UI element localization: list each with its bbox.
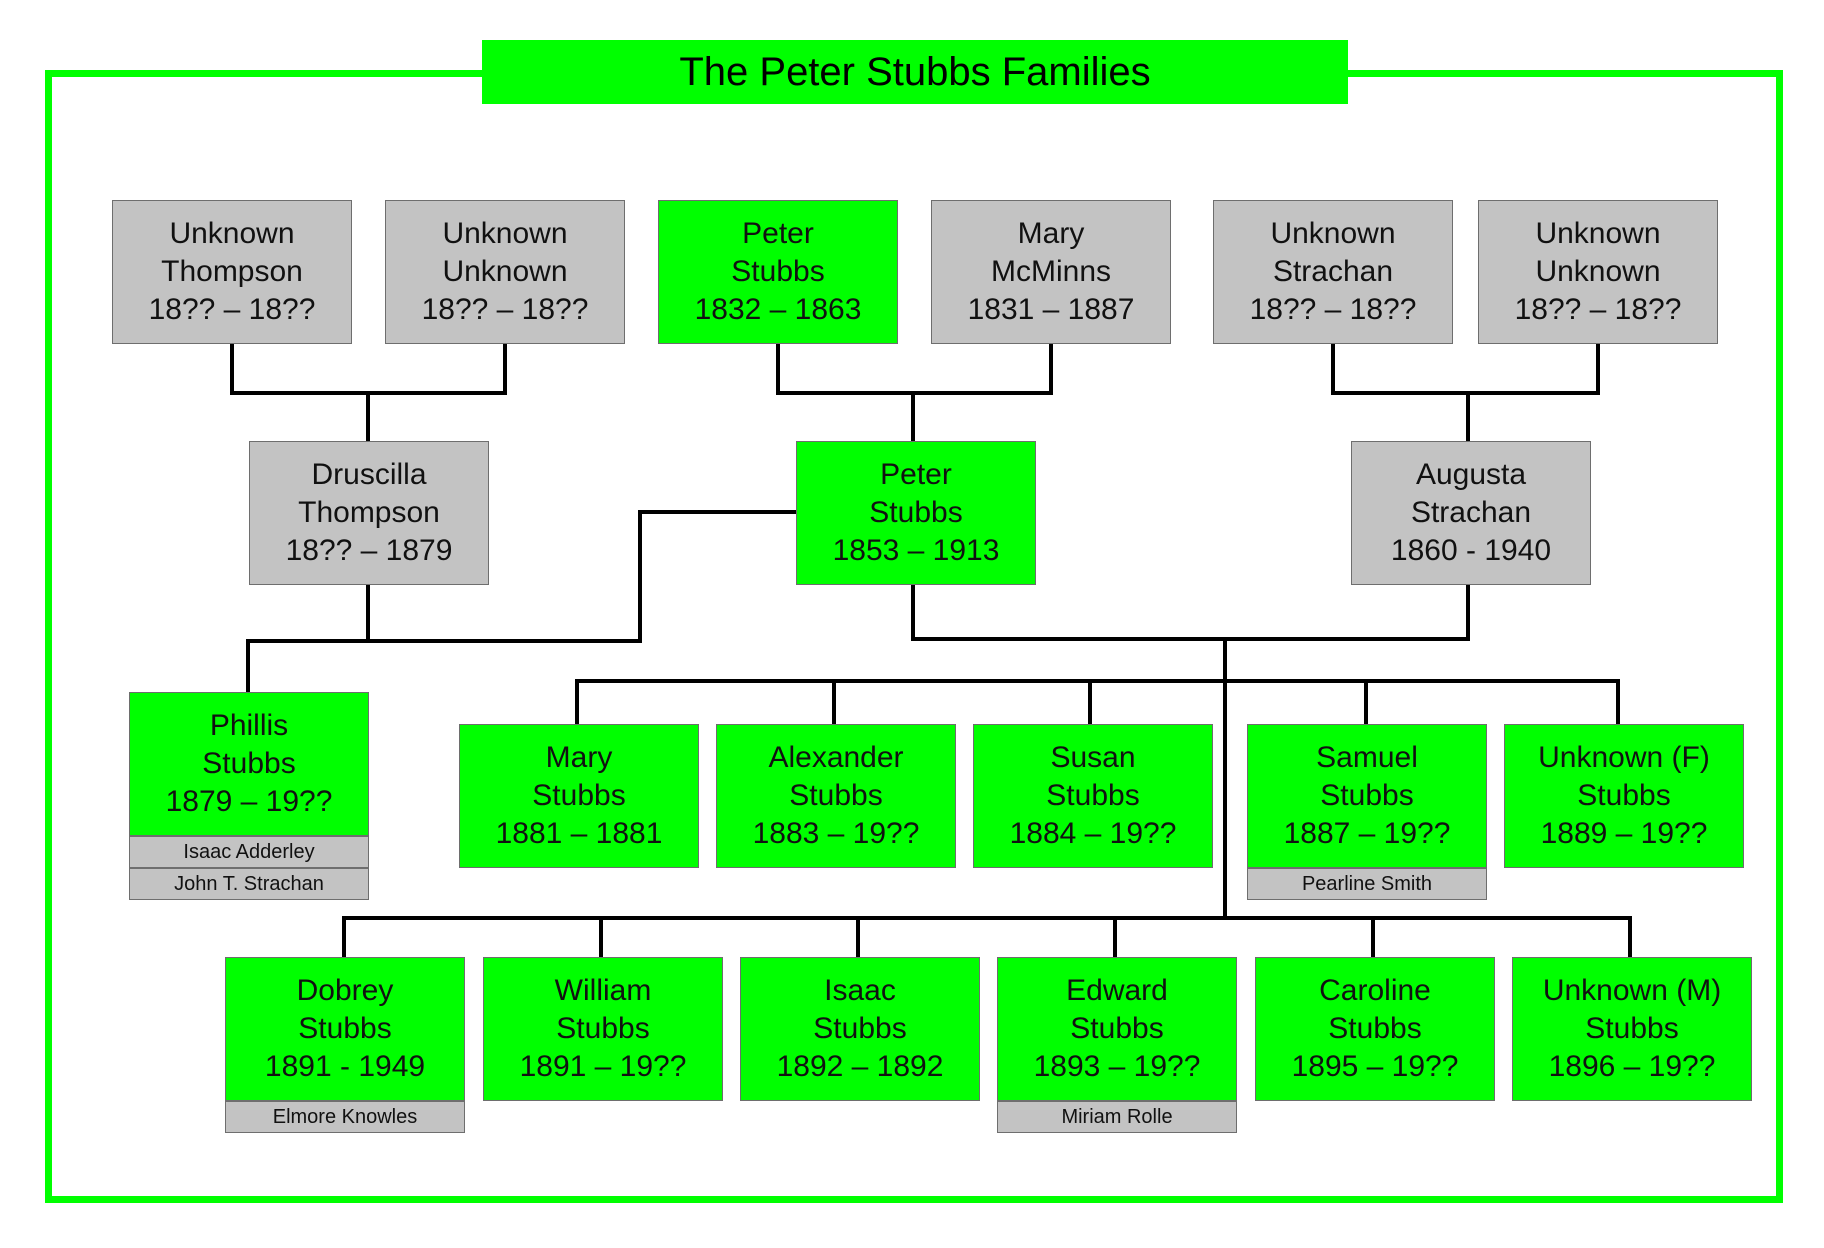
person-last: Unknown (442, 255, 568, 288)
spouse-label: Pearline Smith (1247, 868, 1487, 900)
person-years: 1831 – 1887 (967, 293, 1135, 326)
spouse-label: Elmore Knowles (225, 1101, 465, 1133)
person-first: Peter (742, 217, 814, 250)
diagram-title: The Peter Stubbs Families (482, 40, 1348, 104)
person-years: 1860 - 1940 (1390, 534, 1552, 567)
person-years: 1879 – 19?? (165, 785, 333, 818)
person-last: Stubbs (813, 1012, 907, 1045)
person-first: William (554, 974, 652, 1007)
person-last: Strachan (1410, 496, 1532, 529)
person-box: Unknown (F) Stubbs 1889 – 19?? (1504, 724, 1744, 868)
diagram-title-text: The Peter Stubbs Families (679, 49, 1151, 94)
person-years: 18?? – 1879 (285, 534, 453, 567)
person-last: Stubbs (1577, 779, 1671, 812)
person-last: McMinns (990, 255, 1111, 288)
person-first: Druscilla (311, 458, 427, 491)
person-first: Unknown (1535, 217, 1661, 250)
person-years: 1884 – 19?? (1009, 817, 1177, 850)
person-years: 1891 - 1949 (264, 1050, 426, 1083)
person-last: Thompson (298, 496, 440, 529)
person-first: Phillis (209, 709, 289, 742)
person-years: 1895 – 19?? (1291, 1050, 1459, 1083)
person-last: Stubbs (789, 779, 883, 812)
person-years: 18?? – 18?? (1249, 293, 1417, 326)
person-years: 1883 – 19?? (752, 817, 920, 850)
person-first: Susan (1050, 741, 1136, 774)
person-first: Unknown (1270, 217, 1396, 250)
person-last: Stubbs (532, 779, 626, 812)
spouse-label: Isaac Adderley (129, 836, 369, 868)
person-first: Unknown (169, 217, 295, 250)
person-last: Strachan (1272, 255, 1394, 288)
person-years: 1893 – 19?? (1033, 1050, 1201, 1083)
person-last: Stubbs (1070, 1012, 1164, 1045)
person-last: Unknown (1535, 255, 1661, 288)
person-years: 18?? – 18?? (148, 293, 316, 326)
person-first: Unknown (M) (1542, 974, 1722, 1007)
person-first: Samuel (1316, 741, 1418, 774)
person-years: 1881 – 1881 (495, 817, 663, 850)
person-last: Stubbs (556, 1012, 650, 1045)
person-last: Stubbs (202, 747, 296, 780)
person-last: Stubbs (1328, 1012, 1422, 1045)
person-years: 1832 – 1863 (694, 293, 862, 326)
person-first: Peter (880, 458, 952, 491)
person-years: 18?? – 18?? (421, 293, 589, 326)
person-first: Alexander (768, 741, 904, 774)
person-first: Caroline (1319, 974, 1431, 1007)
person-first: Augusta (1415, 458, 1527, 491)
person-years: 18?? – 18?? (1514, 293, 1682, 326)
person-last: Stubbs (869, 496, 963, 529)
person-years: 1853 – 1913 (832, 534, 1000, 567)
spouse-label: John T. Strachan (129, 868, 369, 900)
person-years: 1891 – 19?? (519, 1050, 687, 1083)
person-last: Stubbs (298, 1012, 392, 1045)
person-first: Unknown (F) (1538, 741, 1710, 774)
person-last: Stubbs (1046, 779, 1140, 812)
person-years: 1889 – 19?? (1540, 817, 1708, 850)
person-first: Dobrey (296, 974, 394, 1007)
person-first: Mary (1017, 217, 1085, 250)
person-years: 1892 – 1892 (776, 1050, 944, 1083)
person-last: Thompson (161, 255, 303, 288)
person-years: 1887 – 19?? (1283, 817, 1451, 850)
person-first: Mary (545, 741, 613, 774)
person-last: Stubbs (731, 255, 825, 288)
person-years: 1896 – 19?? (1548, 1050, 1716, 1083)
person-first: Unknown (442, 217, 568, 250)
person-first: Isaac (824, 974, 896, 1007)
spouse-label: Miriam Rolle (997, 1101, 1237, 1133)
person-first: Edward (1066, 974, 1168, 1007)
person-box: Unknown (M) Stubbs 1896 – 19?? (1512, 957, 1752, 1101)
person-last: Stubbs (1320, 779, 1414, 812)
person-last: Stubbs (1585, 1012, 1679, 1045)
